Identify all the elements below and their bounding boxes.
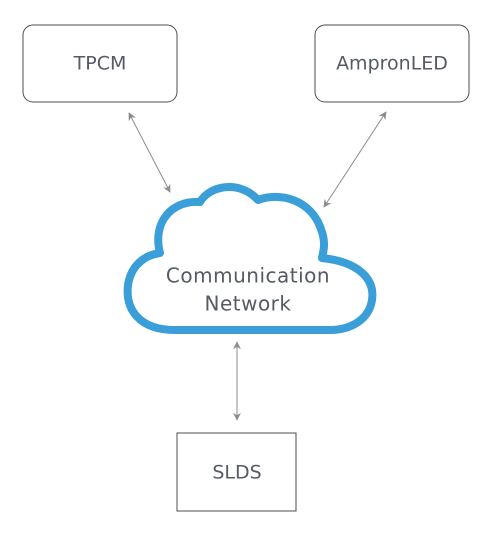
slds-node: SLDS — [176, 432, 297, 512]
link-tpcm-network — [128, 112, 171, 193]
tpcm-label: TPCM — [73, 53, 127, 75]
link-ampronled-network — [323, 111, 387, 208]
slds-label: SLDS — [212, 462, 261, 484]
slds-box — [176, 432, 297, 512]
tpcm-node: TPCM — [22, 24, 178, 103]
cloud-icon — [123, 183, 377, 334]
ampronled-box — [314, 24, 470, 103]
tpcm-box — [22, 24, 178, 103]
ampronled-node: AmpronLED — [314, 24, 470, 103]
network-node: Communication Network — [123, 183, 377, 334]
network-label-line2: Network — [204, 292, 291, 316]
network-label-line1: Communication — [166, 264, 330, 288]
ampronled-label: AmpronLED — [336, 53, 448, 75]
